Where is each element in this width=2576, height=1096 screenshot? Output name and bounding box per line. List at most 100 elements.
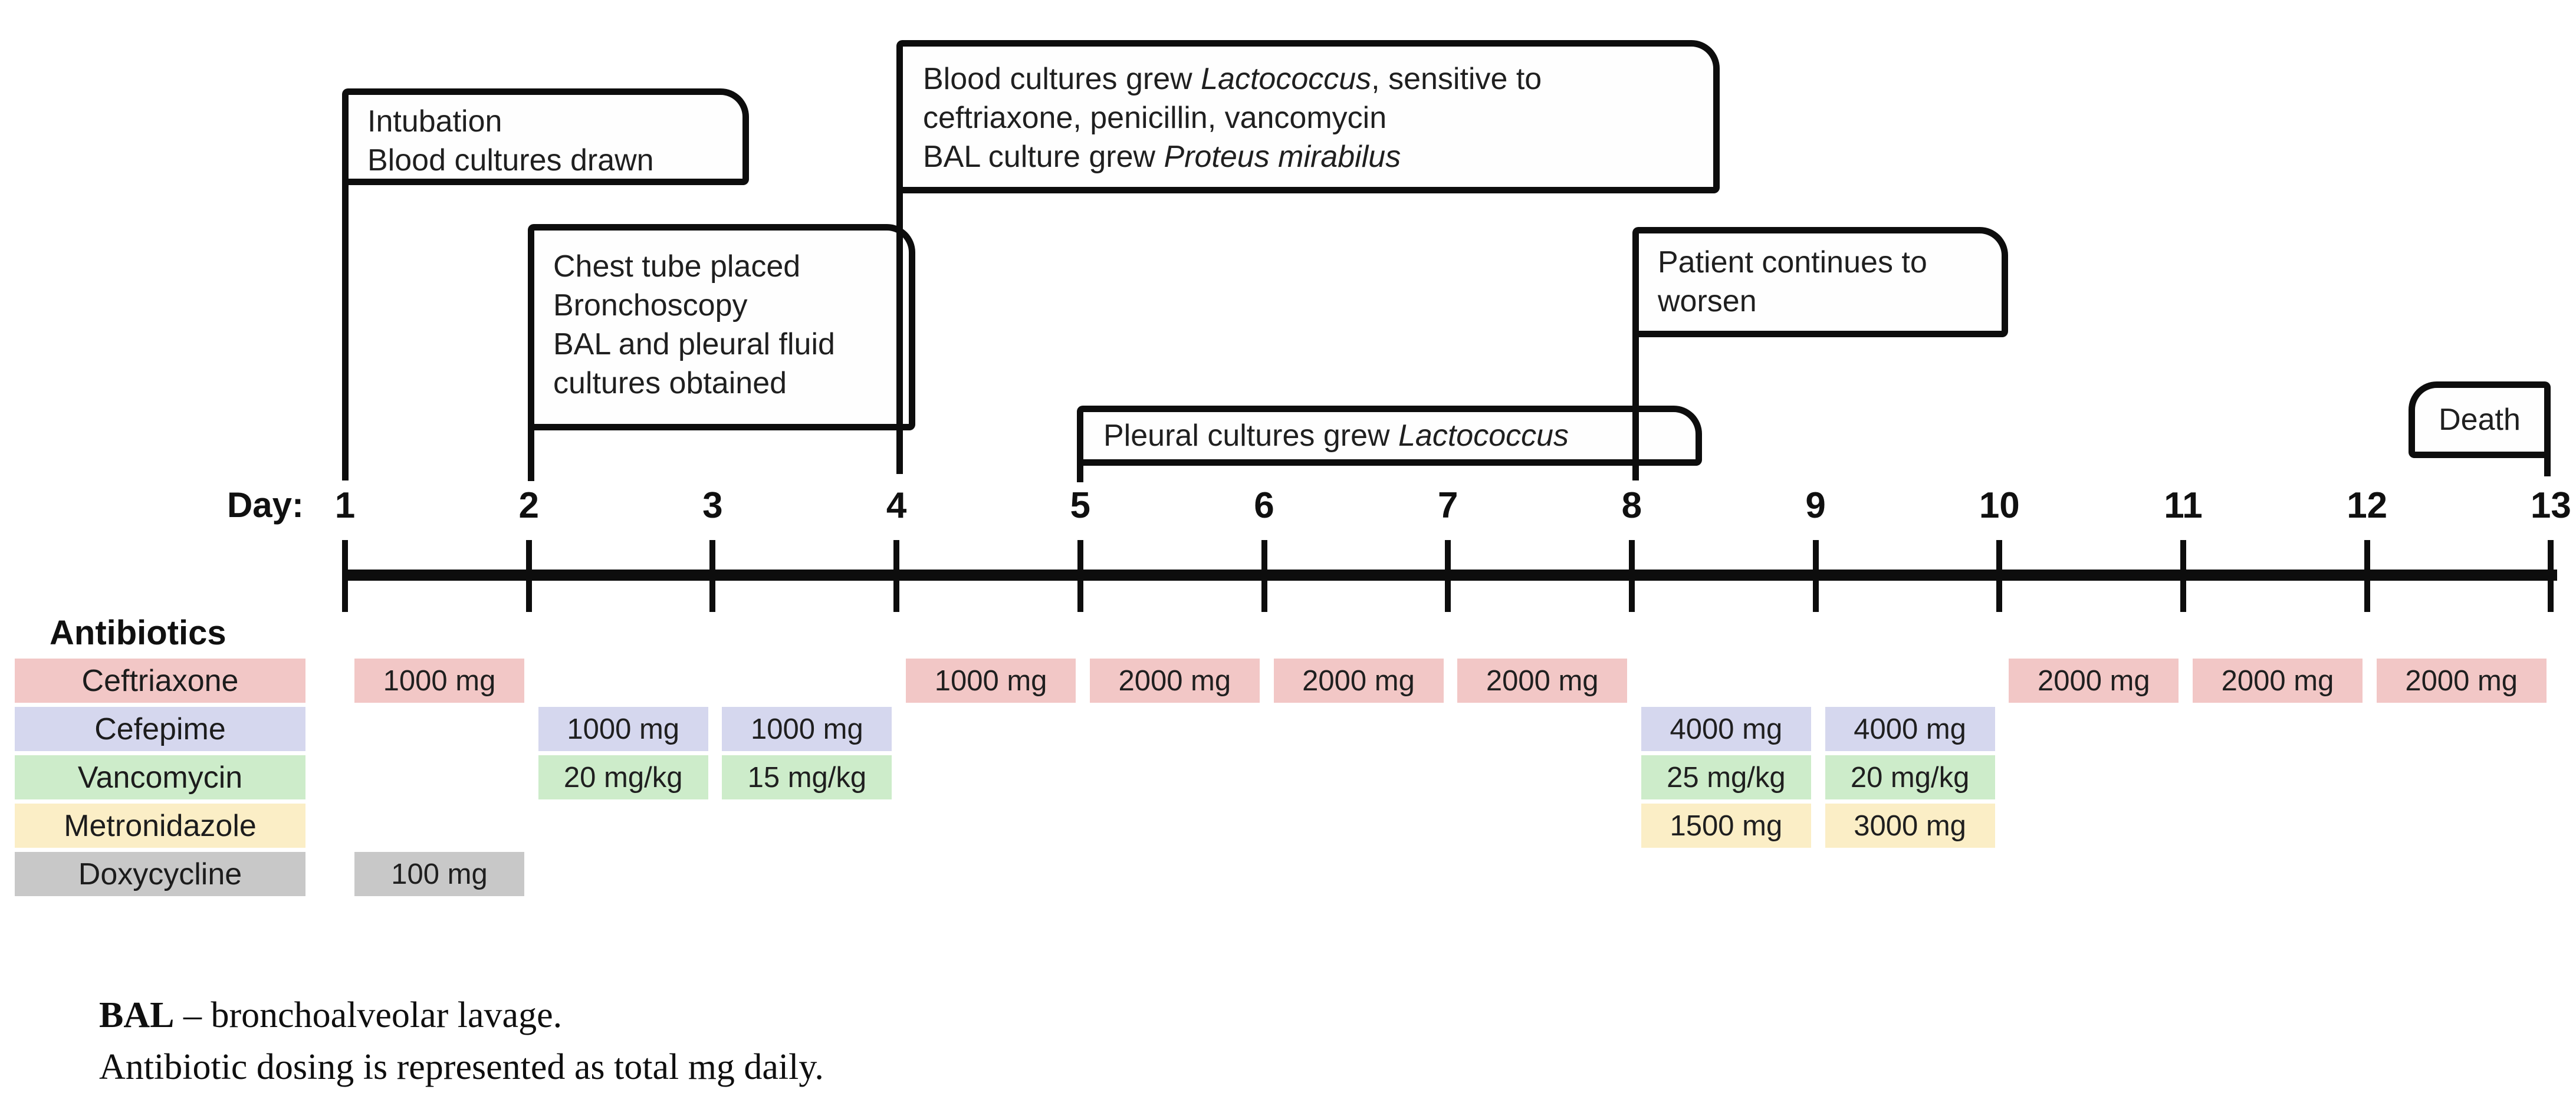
day-label-11: 11 bbox=[2164, 485, 2203, 526]
text-segment: Death bbox=[2439, 403, 2521, 437]
dose-cell-doxycycline-day-1: 100 mg bbox=[354, 852, 524, 896]
callout-pleural-cultures: Pleural cultures grew Lactococcus bbox=[1077, 406, 1702, 466]
day-tick-11 bbox=[2180, 540, 2186, 612]
day-label-2: 2 bbox=[518, 485, 539, 526]
dose-cell-vancomycin-day-2: 20 mg/kg bbox=[538, 755, 708, 799]
dose-cell-ceftriaxone-day-4: 1000 mg bbox=[906, 659, 1076, 703]
text-segment: Lactococcus bbox=[1201, 62, 1372, 96]
day-label-4: 4 bbox=[886, 485, 907, 526]
callout-line: ceftriaxone, penicillin, vancomycin bbox=[923, 98, 1713, 137]
dose-cell-vancomycin-day-9: 20 mg/kg bbox=[1825, 755, 1995, 799]
callout-leader-chest-tube bbox=[528, 422, 534, 481]
callout-leader-blood-cultures bbox=[896, 185, 903, 474]
text-segment: Antibiotic dosing is represented as tota… bbox=[99, 1047, 824, 1087]
dose-cell-ceftriaxone-day-12: 2000 mg bbox=[2376, 659, 2547, 703]
text-segment: Patient continues to bbox=[1658, 245, 1927, 279]
day-tick-2 bbox=[525, 540, 532, 612]
callout-line: Blood cultures grew Lactococcus, sensiti… bbox=[923, 60, 1713, 98]
antibiotic-row-label-ceftriaxone: Ceftriaxone bbox=[15, 659, 305, 703]
text-segment: Blood cultures drawn bbox=[367, 143, 654, 177]
dose-cell-ceftriaxone-day-7: 2000 mg bbox=[1457, 659, 1628, 703]
callout-blood-cultures: Blood cultures grew Lactococcus, sensiti… bbox=[896, 40, 1720, 193]
text-segment: Bronchoscopy bbox=[553, 288, 748, 322]
dose-cell-cefepime-day-8: 4000 mg bbox=[1641, 707, 1811, 751]
day-label-9: 9 bbox=[1805, 485, 1826, 526]
text-segment: Intubation bbox=[367, 104, 502, 139]
footnote-line-1: BAL – bronchoalveolar lavage. bbox=[99, 989, 824, 1041]
day-label-12: 12 bbox=[2347, 485, 2388, 526]
text-segment: Lactococcus bbox=[1398, 419, 1569, 453]
footnotes: BAL – bronchoalveolar lavage. Antibiotic … bbox=[99, 989, 824, 1093]
callout-line: BAL and pleural fluid bbox=[553, 325, 909, 364]
dose-cell-metronidazole-day-9: 3000 mg bbox=[1825, 804, 1995, 848]
day-label-6: 6 bbox=[1254, 485, 1274, 526]
dose-cell-ceftriaxone-day-11: 2000 mg bbox=[2193, 659, 2363, 703]
day-label-13: 13 bbox=[2530, 485, 2571, 526]
text-segment: BAL bbox=[99, 995, 175, 1035]
text-segment: , sensitive to bbox=[1371, 62, 1542, 96]
antibiotics-header: Antibiotics bbox=[50, 614, 226, 652]
callout-line: Pleural cultures grew Lactococcus bbox=[1103, 416, 1569, 455]
day-tick-10 bbox=[1996, 540, 2003, 612]
callout-leader-pleural-cultures bbox=[1077, 458, 1083, 482]
callout-line: Patient continues to bbox=[1658, 243, 2002, 282]
text-segment: Blood cultures grew bbox=[923, 62, 1201, 96]
callout-line: BAL culture grew Proteus mirabilus bbox=[923, 137, 1713, 176]
text-segment: worsen bbox=[1658, 284, 1757, 318]
day-tick-5 bbox=[1077, 540, 1083, 612]
day-label-10: 10 bbox=[1979, 485, 2020, 526]
text-segment: ceftriaxone, penicillin, vancomycin bbox=[923, 101, 1387, 135]
day-tick-9 bbox=[1812, 540, 1819, 612]
day-tick-8 bbox=[1628, 540, 1635, 612]
callout-line: worsen bbox=[1658, 282, 2002, 321]
antibiotic-row-label-metronidazole: Metronidazole bbox=[15, 804, 305, 848]
dose-cell-vancomycin-day-8: 25 mg/kg bbox=[1641, 755, 1811, 799]
text-segment: BAL culture grew bbox=[923, 140, 1164, 174]
text-segment: Pleural cultures grew bbox=[1103, 419, 1398, 453]
day-tick-1 bbox=[342, 540, 348, 612]
day-axis-label: Day: bbox=[226, 485, 304, 525]
text-segment: – bronchoalveolar lavage. bbox=[174, 995, 563, 1035]
dose-cell-cefepime-day-2: 1000 mg bbox=[538, 707, 708, 751]
day-label-8: 8 bbox=[1621, 485, 1642, 526]
dose-cell-ceftriaxone-day-1: 1000 mg bbox=[354, 659, 524, 703]
dose-cell-ceftriaxone-day-5: 2000 mg bbox=[1089, 659, 1260, 703]
day-tick-12 bbox=[2364, 540, 2370, 612]
callout-leader-death bbox=[2544, 448, 2551, 476]
dose-cell-cefepime-day-9: 4000 mg bbox=[1825, 707, 1995, 751]
day-label-1: 1 bbox=[334, 485, 356, 526]
day-tick-4 bbox=[893, 540, 900, 612]
text-segment: Chest tube placed bbox=[553, 249, 801, 284]
dose-cell-ceftriaxone-day-10: 2000 mg bbox=[2009, 659, 2179, 703]
dose-cell-cefepime-day-3: 1000 mg bbox=[722, 707, 892, 751]
callout-line: Death bbox=[2439, 400, 2521, 439]
text-segment: BAL and pleural fluid bbox=[553, 327, 835, 361]
antibiotic-row-label-vancomycin: Vancomycin bbox=[15, 755, 305, 799]
dose-cell-ceftriaxone-day-6: 2000 mg bbox=[1273, 659, 1444, 703]
callout-line: Blood cultures drawn bbox=[367, 141, 742, 180]
text-segment: Proteus mirabilus bbox=[1164, 140, 1401, 174]
day-tick-13 bbox=[2548, 540, 2554, 612]
callout-leader-patient-worsens bbox=[1632, 329, 1639, 480]
callout-death: Death bbox=[2409, 381, 2551, 458]
day-tick-6 bbox=[1261, 540, 1267, 612]
day-tick-3 bbox=[709, 540, 716, 612]
day-label-7: 7 bbox=[1437, 485, 1458, 526]
callout-line: cultures obtained bbox=[553, 364, 909, 403]
footnote-line-2: Antibiotic dosing is represented as tota… bbox=[99, 1041, 824, 1093]
callout-patient-worsens: Patient continues to worsen bbox=[1632, 227, 2008, 337]
callout-line: Intubation bbox=[367, 102, 742, 141]
callout-leader-intubation bbox=[342, 177, 349, 480]
day-label-3: 3 bbox=[702, 485, 723, 526]
dose-cell-vancomycin-day-3: 15 mg/kg bbox=[722, 755, 892, 799]
callout-line: Bronchoscopy bbox=[553, 286, 909, 325]
callout-line: Chest tube placed bbox=[553, 247, 909, 286]
day-label-5: 5 bbox=[1070, 485, 1091, 526]
antibiotic-row-label-doxycycline: Doxycycline bbox=[15, 852, 305, 896]
day-tick-7 bbox=[1445, 540, 1451, 612]
text-segment: cultures obtained bbox=[553, 366, 787, 400]
antibiotic-row-label-cefepime: Cefepime bbox=[15, 707, 305, 751]
